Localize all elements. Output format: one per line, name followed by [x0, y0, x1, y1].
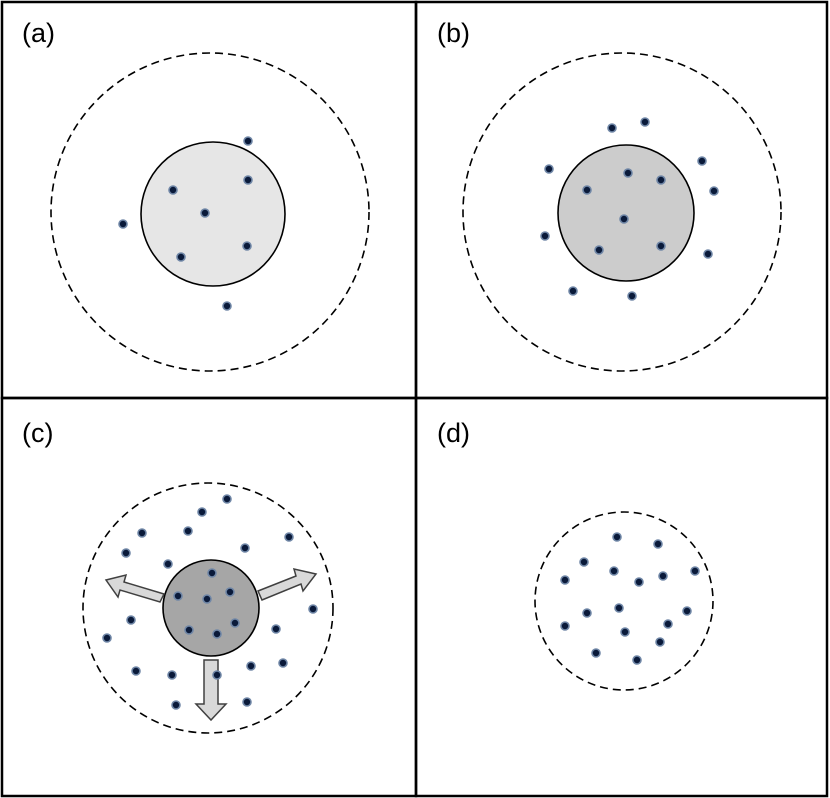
panel-b-particle-2 — [640, 117, 650, 127]
panel-c-particle-8 — [163, 559, 173, 569]
panel-c-particle-19 — [102, 633, 112, 643]
panel-b-particle-10 — [540, 231, 550, 241]
panel-c-particle-13 — [308, 604, 318, 614]
panel-c-particle-7 — [240, 543, 250, 553]
panel-b-particle-14 — [568, 286, 578, 296]
panel-b: (b) — [414, 0, 829, 400]
arrow-right-up-icon — [256, 567, 318, 601]
panel-c-particle-11 — [202, 594, 212, 604]
panel-c-particle-16 — [212, 629, 222, 639]
panel-a: (a) — [0, 0, 418, 400]
panel-d-particle-16 — [591, 648, 601, 658]
panel-d-frame — [414, 396, 829, 798]
arrow-left-up-icon — [104, 573, 166, 603]
panel-c-particle-14 — [126, 615, 136, 625]
panel-a-particle-4 — [200, 208, 210, 218]
panel-c-particle-17 — [230, 618, 240, 628]
panel-c-particle-20 — [246, 661, 256, 671]
panel-a-particle-8 — [222, 301, 232, 311]
panel-b-particle-1 — [607, 123, 617, 133]
panel-b-particle-4 — [697, 156, 707, 166]
panel-c-particle-15 — [184, 625, 194, 635]
panel-c-particle-26 — [242, 697, 252, 707]
panel-d-particle-10 — [614, 603, 624, 613]
panel-c-particle-21 — [278, 658, 288, 668]
panel-c-particle-10 — [173, 591, 183, 601]
panel-b-particles — [540, 117, 719, 301]
panel-d-particle-13 — [620, 627, 630, 637]
panel-d-particle-9 — [582, 608, 592, 618]
panel-c-particle-6 — [121, 548, 131, 558]
panel-d-particle-2 — [653, 539, 663, 549]
panel-d-particle-3 — [579, 557, 589, 567]
panel-a-particle-2 — [168, 185, 178, 195]
panel-d-particle-5 — [560, 575, 570, 585]
panel-c-particle-1 — [222, 494, 232, 504]
panel-d-dashed-boundary — [534, 511, 714, 691]
panel-a-particle-5 — [118, 219, 128, 229]
panel-b-core — [557, 144, 695, 282]
panel-b-particle-5 — [582, 185, 592, 195]
panel-c-particle-18 — [271, 624, 281, 634]
panel-c-particle-5 — [284, 532, 294, 542]
panel-a-particle-7 — [242, 241, 252, 251]
panel-b-particle-9 — [619, 214, 629, 224]
panel-c-particle-22 — [131, 666, 141, 676]
panel-b-particle-13 — [703, 249, 713, 259]
panel-b-particle-6 — [623, 168, 633, 178]
panel-d-particle-15 — [655, 637, 665, 647]
panel-d-particle-6 — [634, 577, 644, 587]
panel-d-particle-4 — [609, 566, 619, 576]
panel-c-particle-9 — [207, 568, 217, 578]
panel-d-particles — [560, 532, 700, 665]
panel-a-particle-1 — [243, 136, 253, 146]
panel-a-label: (a) — [22, 18, 55, 48]
panel-d-particle-11 — [682, 606, 692, 616]
panel-c-particles — [102, 494, 318, 710]
panel-c-arrows — [104, 567, 318, 722]
panel-c-dashed-boundary — [82, 482, 334, 734]
panel-c-particle-2 — [137, 528, 147, 538]
panel-a-particle-3 — [243, 175, 253, 185]
panel-b-particle-12 — [656, 241, 666, 251]
panel-c-particle-24 — [212, 670, 222, 680]
panel-a-particle-6 — [176, 252, 186, 262]
panel-b-particle-11 — [594, 245, 604, 255]
panel-b-particle-15 — [627, 291, 637, 301]
panel-d-label: (d) — [437, 418, 470, 448]
panel-c-particle-23 — [167, 670, 177, 680]
panel-c-label: (c) — [22, 418, 53, 448]
panel-d-particle-7 — [658, 571, 668, 581]
panel-c: (c) — [0, 396, 418, 798]
panel-d: (d) — [414, 396, 829, 798]
panel-d-particle-17 — [632, 655, 642, 665]
arrow-down-icon — [194, 659, 228, 722]
panel-d-particle-12 — [560, 621, 570, 631]
panel-a-dashed-boundary — [50, 52, 370, 372]
panel-a-core — [140, 141, 286, 287]
panel-a-particles — [118, 136, 253, 311]
panel-c-particle-4 — [197, 507, 207, 517]
panel-d-particle-14 — [663, 619, 673, 629]
panel-b-particle-7 — [656, 175, 666, 185]
panel-c-particle-25 — [171, 700, 181, 710]
panel-b-dashed-boundary — [462, 52, 782, 372]
panel-b-particle-8 — [709, 186, 719, 196]
panel-c-particle-3 — [183, 526, 193, 536]
panel-b-particle-3 — [544, 164, 554, 174]
panel-d-particle-8 — [690, 566, 700, 576]
panel-d-particle-1 — [612, 532, 622, 542]
panel-c-particle-12 — [225, 587, 235, 597]
panel-b-label: (b) — [437, 18, 470, 48]
